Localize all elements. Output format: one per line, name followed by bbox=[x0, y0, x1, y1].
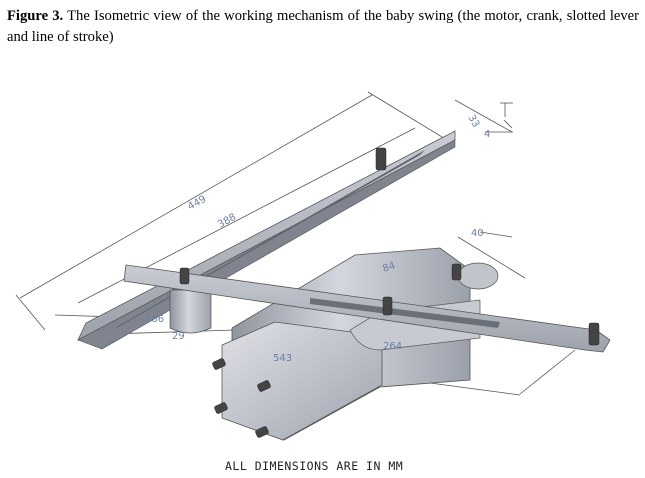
bolt-right bbox=[451, 263, 462, 281]
bolt-top bbox=[375, 147, 387, 171]
dim-264: 264 bbox=[383, 341, 402, 352]
motor-bolt-1 bbox=[212, 358, 226, 370]
dim-4: 4 bbox=[484, 129, 490, 140]
dim-449: 449 bbox=[186, 194, 208, 213]
bolt-left bbox=[179, 267, 190, 285]
dim-186: 186 bbox=[145, 314, 164, 325]
dim-388: 388 bbox=[216, 212, 238, 231]
bolt-center bbox=[382, 296, 393, 316]
motor-bolt-4 bbox=[255, 426, 269, 438]
figure-label: Figure 3. bbox=[7, 8, 64, 24]
bolt-crank-end bbox=[588, 322, 600, 346]
figure-caption: Figure 3. The Isometric view of the work… bbox=[7, 6, 639, 48]
figure-caption-text: The Isometric view of the working mechan… bbox=[7, 8, 639, 45]
dim-29: 29 bbox=[172, 331, 185, 342]
dim-543: 543 bbox=[273, 353, 292, 364]
left-pivot-cylinder bbox=[169, 289, 212, 334]
dim-33: 33 bbox=[465, 113, 481, 130]
motor-bolt-2 bbox=[257, 380, 271, 392]
dim-40: 40 bbox=[471, 228, 484, 239]
dimensions-note: ALL DIMENSIONS ARE IN MM bbox=[225, 459, 403, 473]
motor-bolt-3 bbox=[214, 402, 228, 414]
bolts bbox=[179, 147, 600, 438]
dim-84: 84 bbox=[381, 260, 397, 275]
